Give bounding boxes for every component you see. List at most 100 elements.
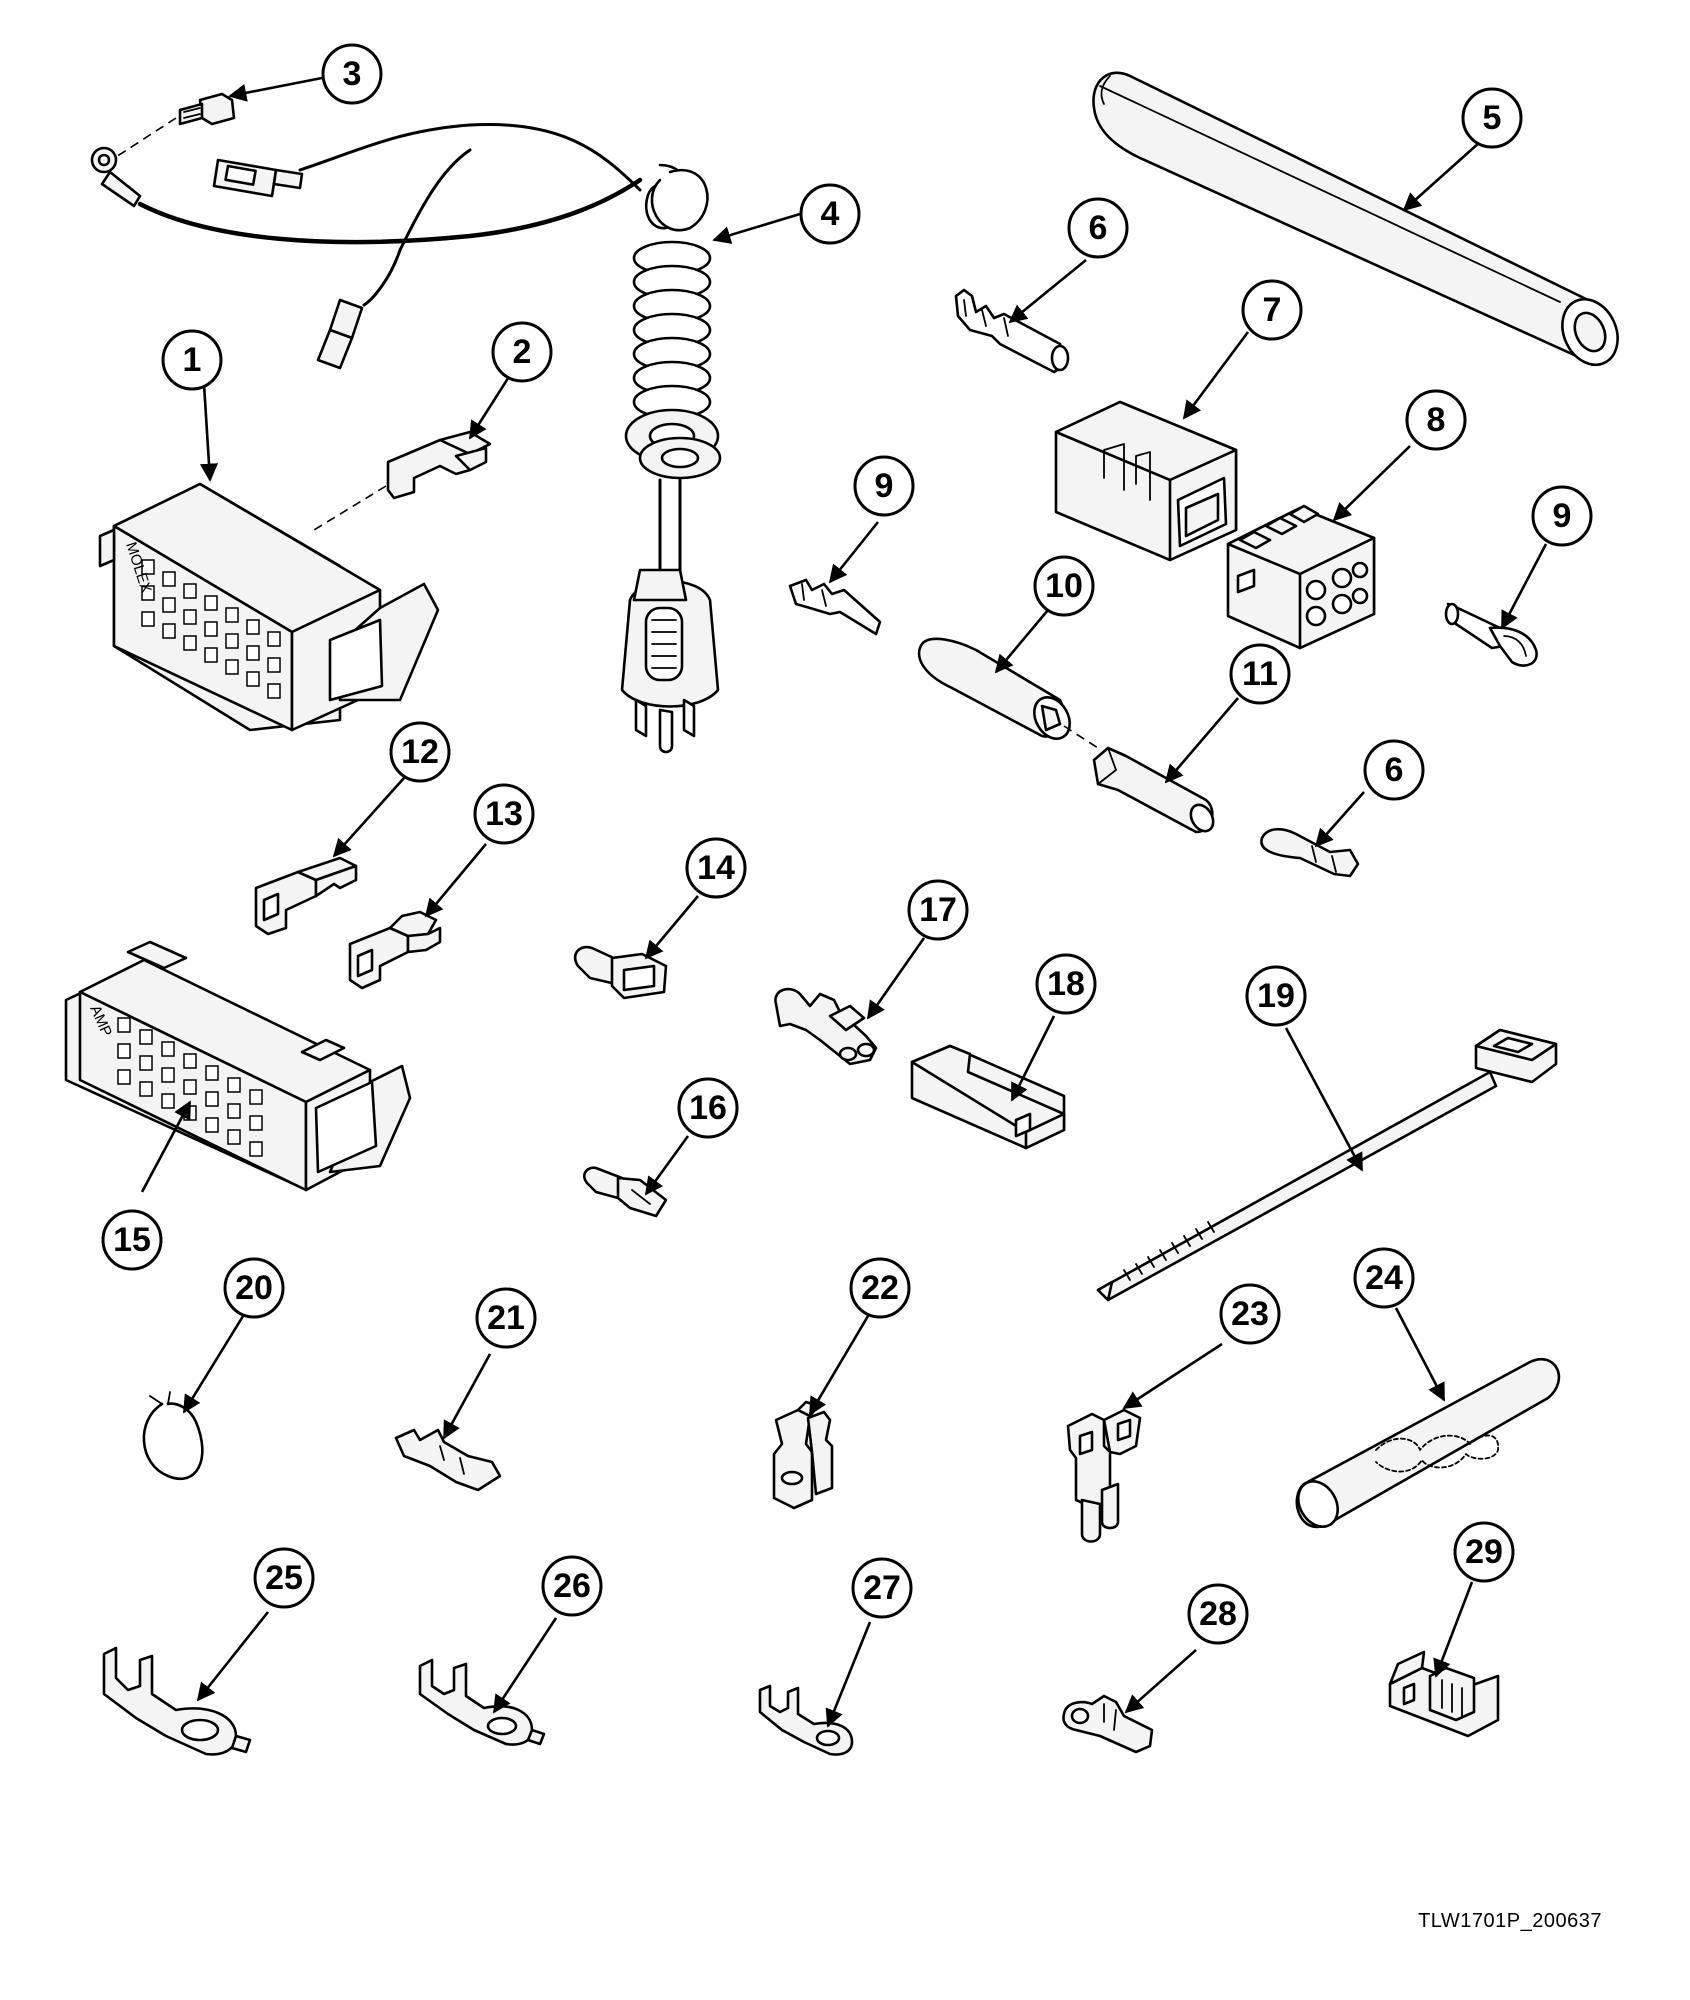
callout-23-label: 23 [1231,1295,1269,1333]
part-6-terminal-lower [1260,827,1360,878]
callout-28-label: 28 [1199,1595,1237,1633]
callout-29-label: 29 [1465,1533,1503,1571]
part-24-splice-tube [1295,1358,1561,1528]
callout-2-label: 2 [513,333,532,371]
callout-5-label: 5 [1483,99,1502,137]
callout-26-label: 26 [553,1567,591,1605]
callout-28: 28 [1187,1583,1249,1645]
callout-21-label: 21 [487,1299,525,1337]
part-9-terminal-right [1444,602,1538,667]
callout-13: 13 [473,783,535,845]
callout-8-label: 8 [1427,401,1446,439]
callout-23: 23 [1219,1283,1281,1345]
part-3-ground-screw [90,92,643,245]
callout-6-top: 6 [1067,197,1129,259]
callout-12-label: 12 [401,733,439,771]
callout-5: 5 [1461,87,1523,149]
callout-4-label: 4 [821,195,840,233]
callout-11-label: 11 [1242,655,1278,693]
callout-17-label: 17 [919,891,957,929]
callout-11: 11 [1229,643,1291,705]
callout-9-left-label: 9 [875,467,894,505]
part-2-clip [313,430,492,531]
callout-6-lower: 6 [1363,739,1425,801]
part-13-clip [348,910,442,990]
callout-7-label: 7 [1263,291,1282,329]
callout-9-right: 9 [1531,485,1593,547]
callout-12: 12 [389,721,451,783]
callout-9-right-label: 9 [1553,497,1572,535]
cable-tie-teeth [1123,1221,1215,1281]
callout-25: 25 [253,1547,315,1609]
callout-8: 8 [1405,389,1467,451]
callout-2: 2 [491,321,553,383]
callout-22-label: 22 [861,1269,899,1307]
part-28-connector [1062,1694,1154,1754]
part-9-terminal-left [788,578,882,636]
callout-24: 24 [1353,1247,1415,1309]
callout-21: 21 [475,1287,537,1349]
part-5-tube [1092,71,1619,367]
callout-18-label: 18 [1047,965,1085,1003]
part-29-bracket [1388,1650,1500,1738]
callout-6-top-label: 6 [1089,209,1108,247]
callout-1-label: 1 [183,341,202,379]
drawing-code: TLW1701P_200637 [1418,1910,1602,1932]
callout-3-label: 3 [343,55,362,93]
callout-20-label: 20 [235,1269,273,1307]
callout-22: 22 [849,1257,911,1319]
callout-10-label: 10 [1045,567,1083,605]
part-8-six-pin-plug [1226,504,1376,650]
callout-27-label: 27 [863,1569,901,1607]
part-21-terminal [394,1428,502,1492]
callout-20: 20 [223,1257,285,1319]
molex-cavity-grid [141,559,281,699]
callout-14: 14 [685,837,747,899]
callout-25-label: 25 [265,1559,303,1597]
callout-24-label: 24 [1365,1259,1403,1297]
part-26-ring-terminal [418,1658,546,1746]
callout-17: 17 [907,879,969,941]
part-20-ring-clip [142,1391,204,1481]
callout-29: 29 [1453,1521,1515,1583]
part-6-terminal-top [954,288,1070,374]
callout-15: 15 [101,1209,163,1271]
leader-lines [140,76,1548,1728]
cord-coils [624,240,722,480]
callout-18: 18 [1035,953,1097,1015]
callout-3: 3 [321,43,383,105]
callout-16-label: 16 [689,1089,727,1127]
callout-19-label: 19 [1257,977,1295,1015]
amp-cavity-grid [117,1017,263,1157]
part-25-ring-terminal [102,1646,252,1756]
part-14-female-spade [573,945,668,1000]
part-4-power-cord-harness [212,122,722,754]
callout-16: 16 [677,1077,739,1139]
callout-9-left: 9 [853,455,915,517]
callout-6-lower-label: 6 [1385,751,1404,789]
part-10-shell [917,637,1099,749]
part-16-male-spade [583,1166,668,1218]
part-1-molex-connector: MOLEX [98,482,440,732]
callout-4: 4 [799,183,861,245]
part-23-terminal [1066,1408,1142,1543]
part-12-clip [254,856,358,936]
callout-19: 19 [1245,965,1307,1027]
callout-14-label: 14 [697,849,735,887]
part-19-cable-tie [1096,1028,1558,1302]
callout-13-label: 13 [485,795,523,833]
part-11-pin [1092,746,1215,834]
callout-27: 27 [851,1557,913,1619]
callout-1: 1 [161,329,223,391]
part-17-receptacle [774,987,878,1066]
callout-7: 7 [1241,279,1303,341]
callout-15-label: 15 [113,1221,151,1259]
part-15-amp-connector: AMP [64,940,412,1192]
part-18-housing [910,1044,1066,1150]
callout-26: 26 [541,1555,603,1617]
part-22-terminal [772,1400,834,1510]
part-27-ring-terminal [758,1684,854,1756]
part-7-housing [1054,400,1238,562]
callout-10: 10 [1033,555,1095,617]
